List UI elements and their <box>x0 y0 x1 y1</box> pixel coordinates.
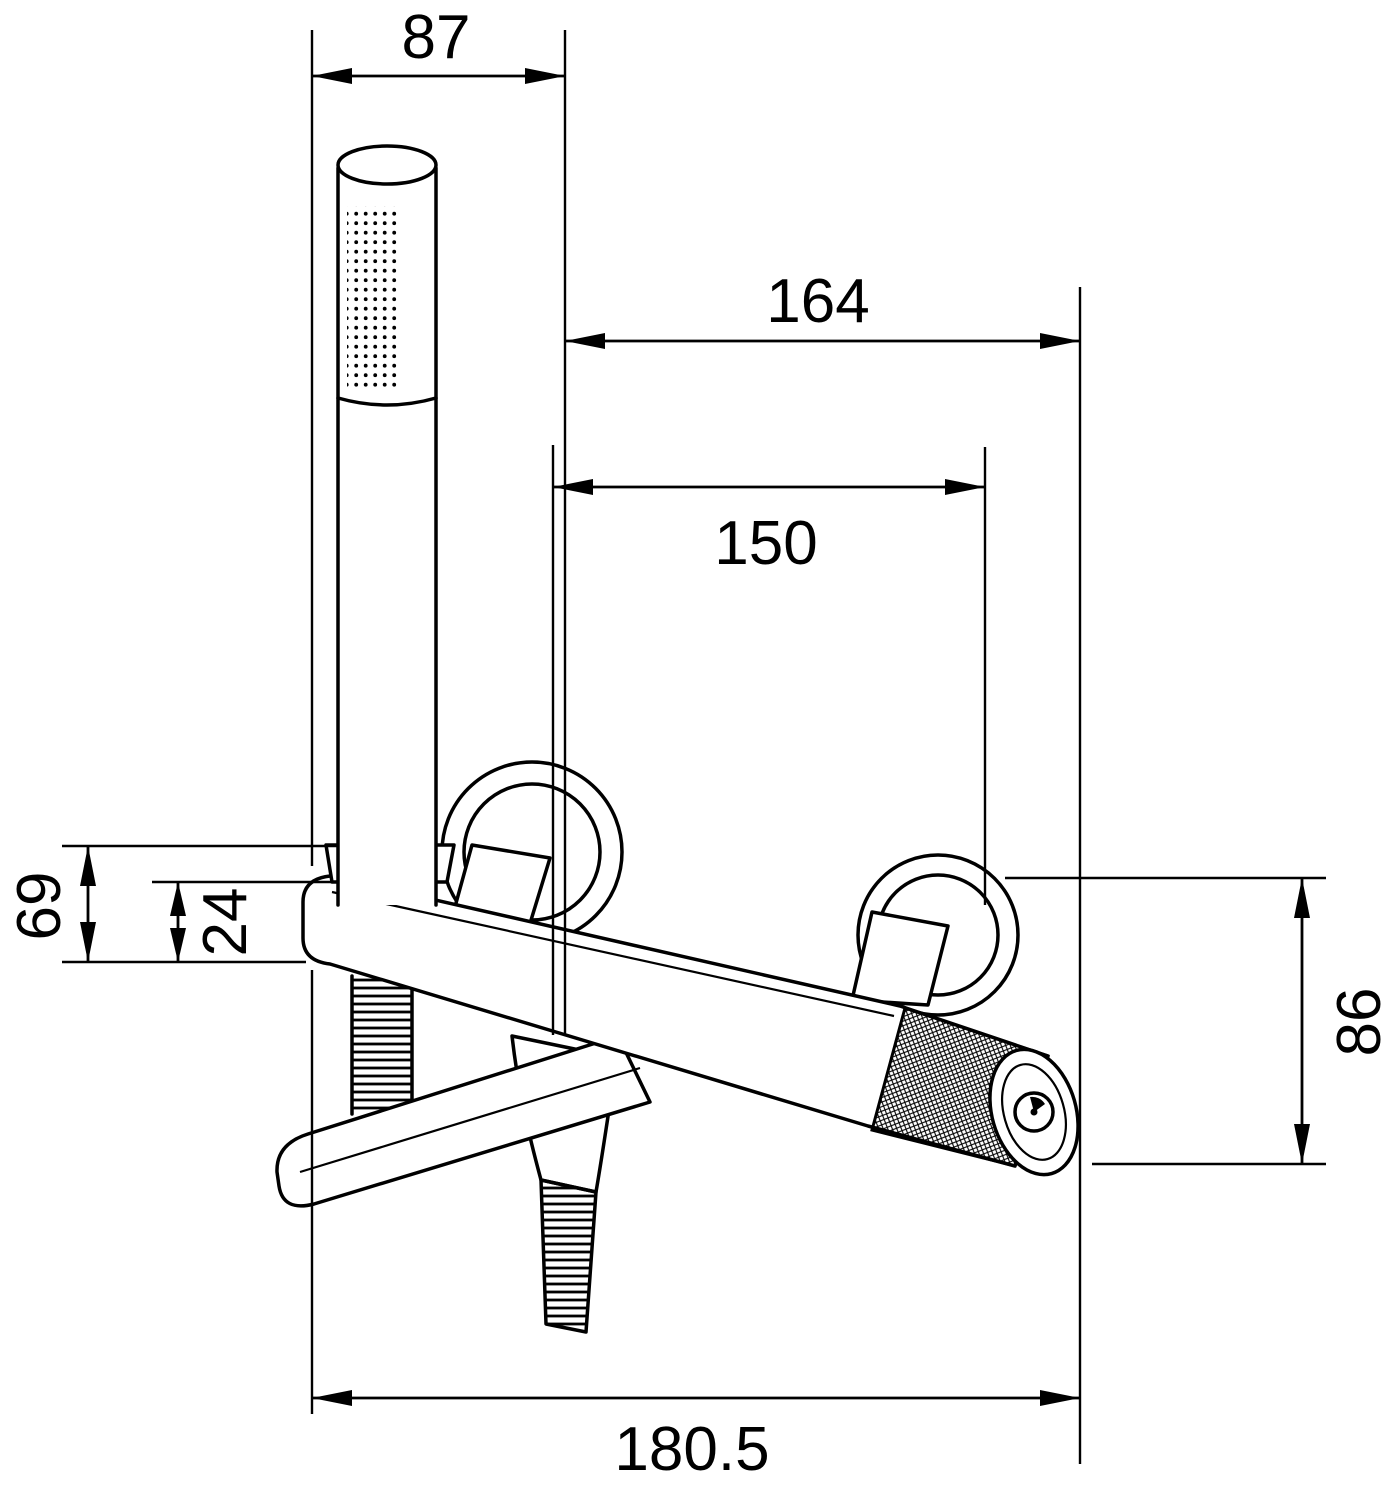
dimension-69: 69 <box>5 846 96 962</box>
extension-lines <box>62 30 1326 1464</box>
temperature-dial-ring <box>1013 1091 1055 1133</box>
arrowhead <box>1040 1390 1080 1406</box>
spout-edge-line <box>299 1066 641 1174</box>
arrowhead <box>945 479 985 495</box>
arrowhead <box>525 68 565 84</box>
arrowhead <box>170 928 186 962</box>
shower-mixer-drawing <box>275 144 1080 1334</box>
arrowhead <box>170 882 186 916</box>
arrowhead <box>312 68 352 84</box>
arrowhead <box>80 922 96 962</box>
dim-24-label: 24 <box>191 888 260 957</box>
dim-86-label: 86 <box>1325 988 1382 1057</box>
dim-180-5-label: 180.5 <box>614 1415 769 1484</box>
dimension-annotations: 87 164 150 69 24 <box>5 3 1382 1484</box>
wand-top-cap <box>336 144 438 186</box>
spray-face-dots <box>347 206 401 392</box>
holder-bracket-right <box>850 910 950 1007</box>
arrowhead <box>1294 878 1310 918</box>
arrowhead <box>80 846 96 886</box>
arrowhead <box>312 1390 352 1406</box>
dimension-150: 150 <box>553 479 985 578</box>
hose-connector <box>539 1178 598 1334</box>
dim-69-label: 69 <box>5 872 74 941</box>
threaded-stud <box>350 974 414 1116</box>
arrowhead <box>553 479 593 495</box>
wand-separator-line <box>336 396 438 407</box>
handshower-wand <box>336 144 438 907</box>
tub-spout <box>275 1034 652 1208</box>
dim-150-label: 150 <box>714 509 817 578</box>
arrowhead <box>1040 333 1080 349</box>
body-contour-line <box>331 890 895 1018</box>
temperature-dial-icon <box>1030 1096 1045 1116</box>
dim-164-label: 164 <box>766 267 869 336</box>
arrowhead <box>565 333 605 349</box>
dimension-24: 24 <box>170 882 260 962</box>
dimension-180-5: 180.5 <box>312 1390 1080 1484</box>
dim-87-label: 87 <box>402 3 471 72</box>
arrowhead <box>1294 1124 1310 1164</box>
handle-end-cap-rim <box>1001 1063 1067 1161</box>
dimension-86: 86 <box>1294 878 1382 1164</box>
dimension-87: 87 <box>312 3 565 84</box>
dimension-164: 164 <box>565 267 1080 349</box>
